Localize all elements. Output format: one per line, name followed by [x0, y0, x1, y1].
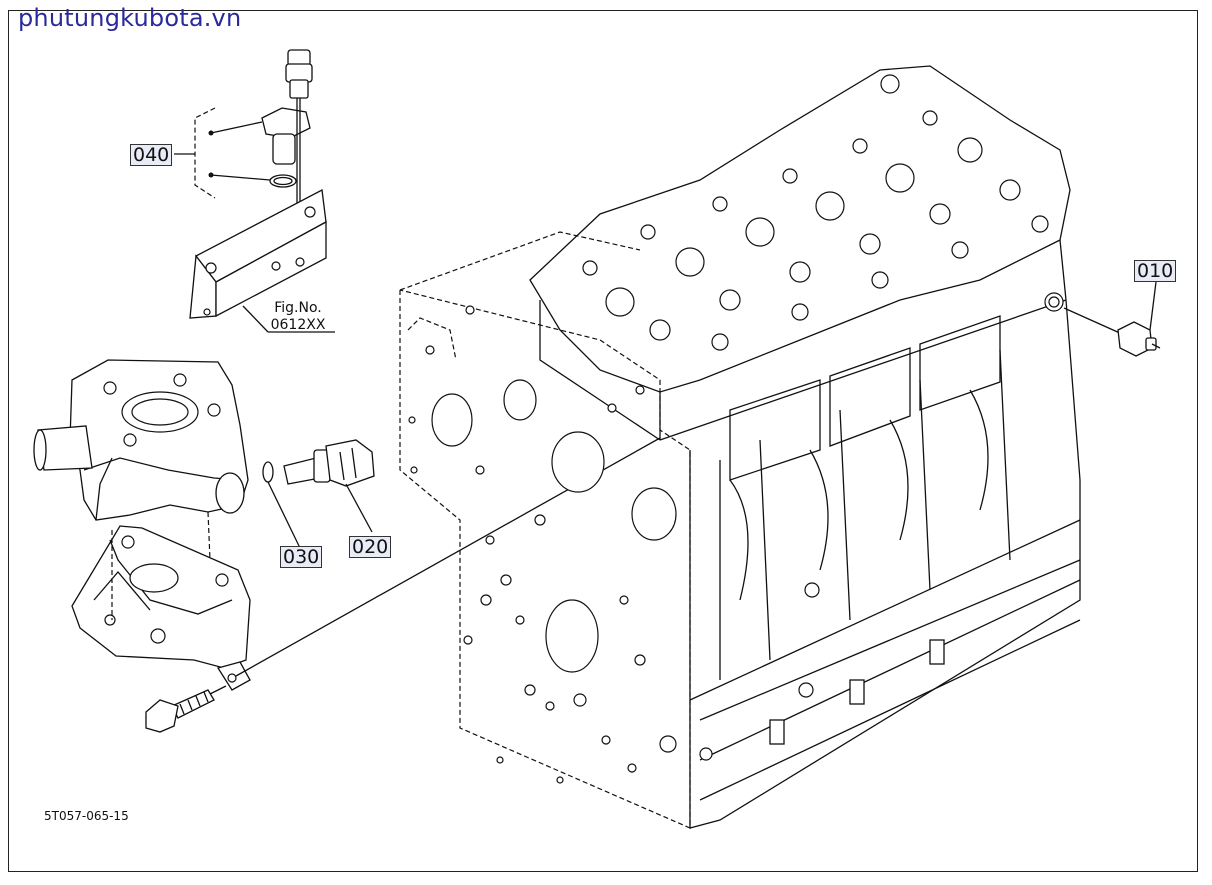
- flange-bolt: [145, 685, 227, 733]
- drawing-frame: [8, 10, 1198, 872]
- oring-030: [262, 461, 301, 549]
- oil-pressure-switch-010: [1063, 281, 1161, 357]
- callout-040[interactable]: 040: [130, 144, 173, 166]
- figure-reference-label: Fig.No.: [274, 300, 322, 316]
- thermostat-housing: [33, 359, 251, 691]
- callout-020[interactable]: 020: [349, 536, 392, 558]
- figure-reference: Fig.No. 0612XX: [262, 300, 334, 334]
- drawing-code: 5T057-065-15: [44, 809, 129, 823]
- sensor-assembly-040: [194, 49, 313, 258]
- engine-block: [399, 65, 1081, 829]
- callout-030[interactable]: 030: [280, 546, 323, 568]
- mounting-bracket: [189, 188, 335, 333]
- temp-sensor-020: [283, 439, 375, 533]
- callout-010[interactable]: 010: [1134, 260, 1177, 282]
- site-watermark: phutungkubota.vn: [18, 4, 242, 32]
- figure-reference-number: 0612XX: [270, 317, 326, 333]
